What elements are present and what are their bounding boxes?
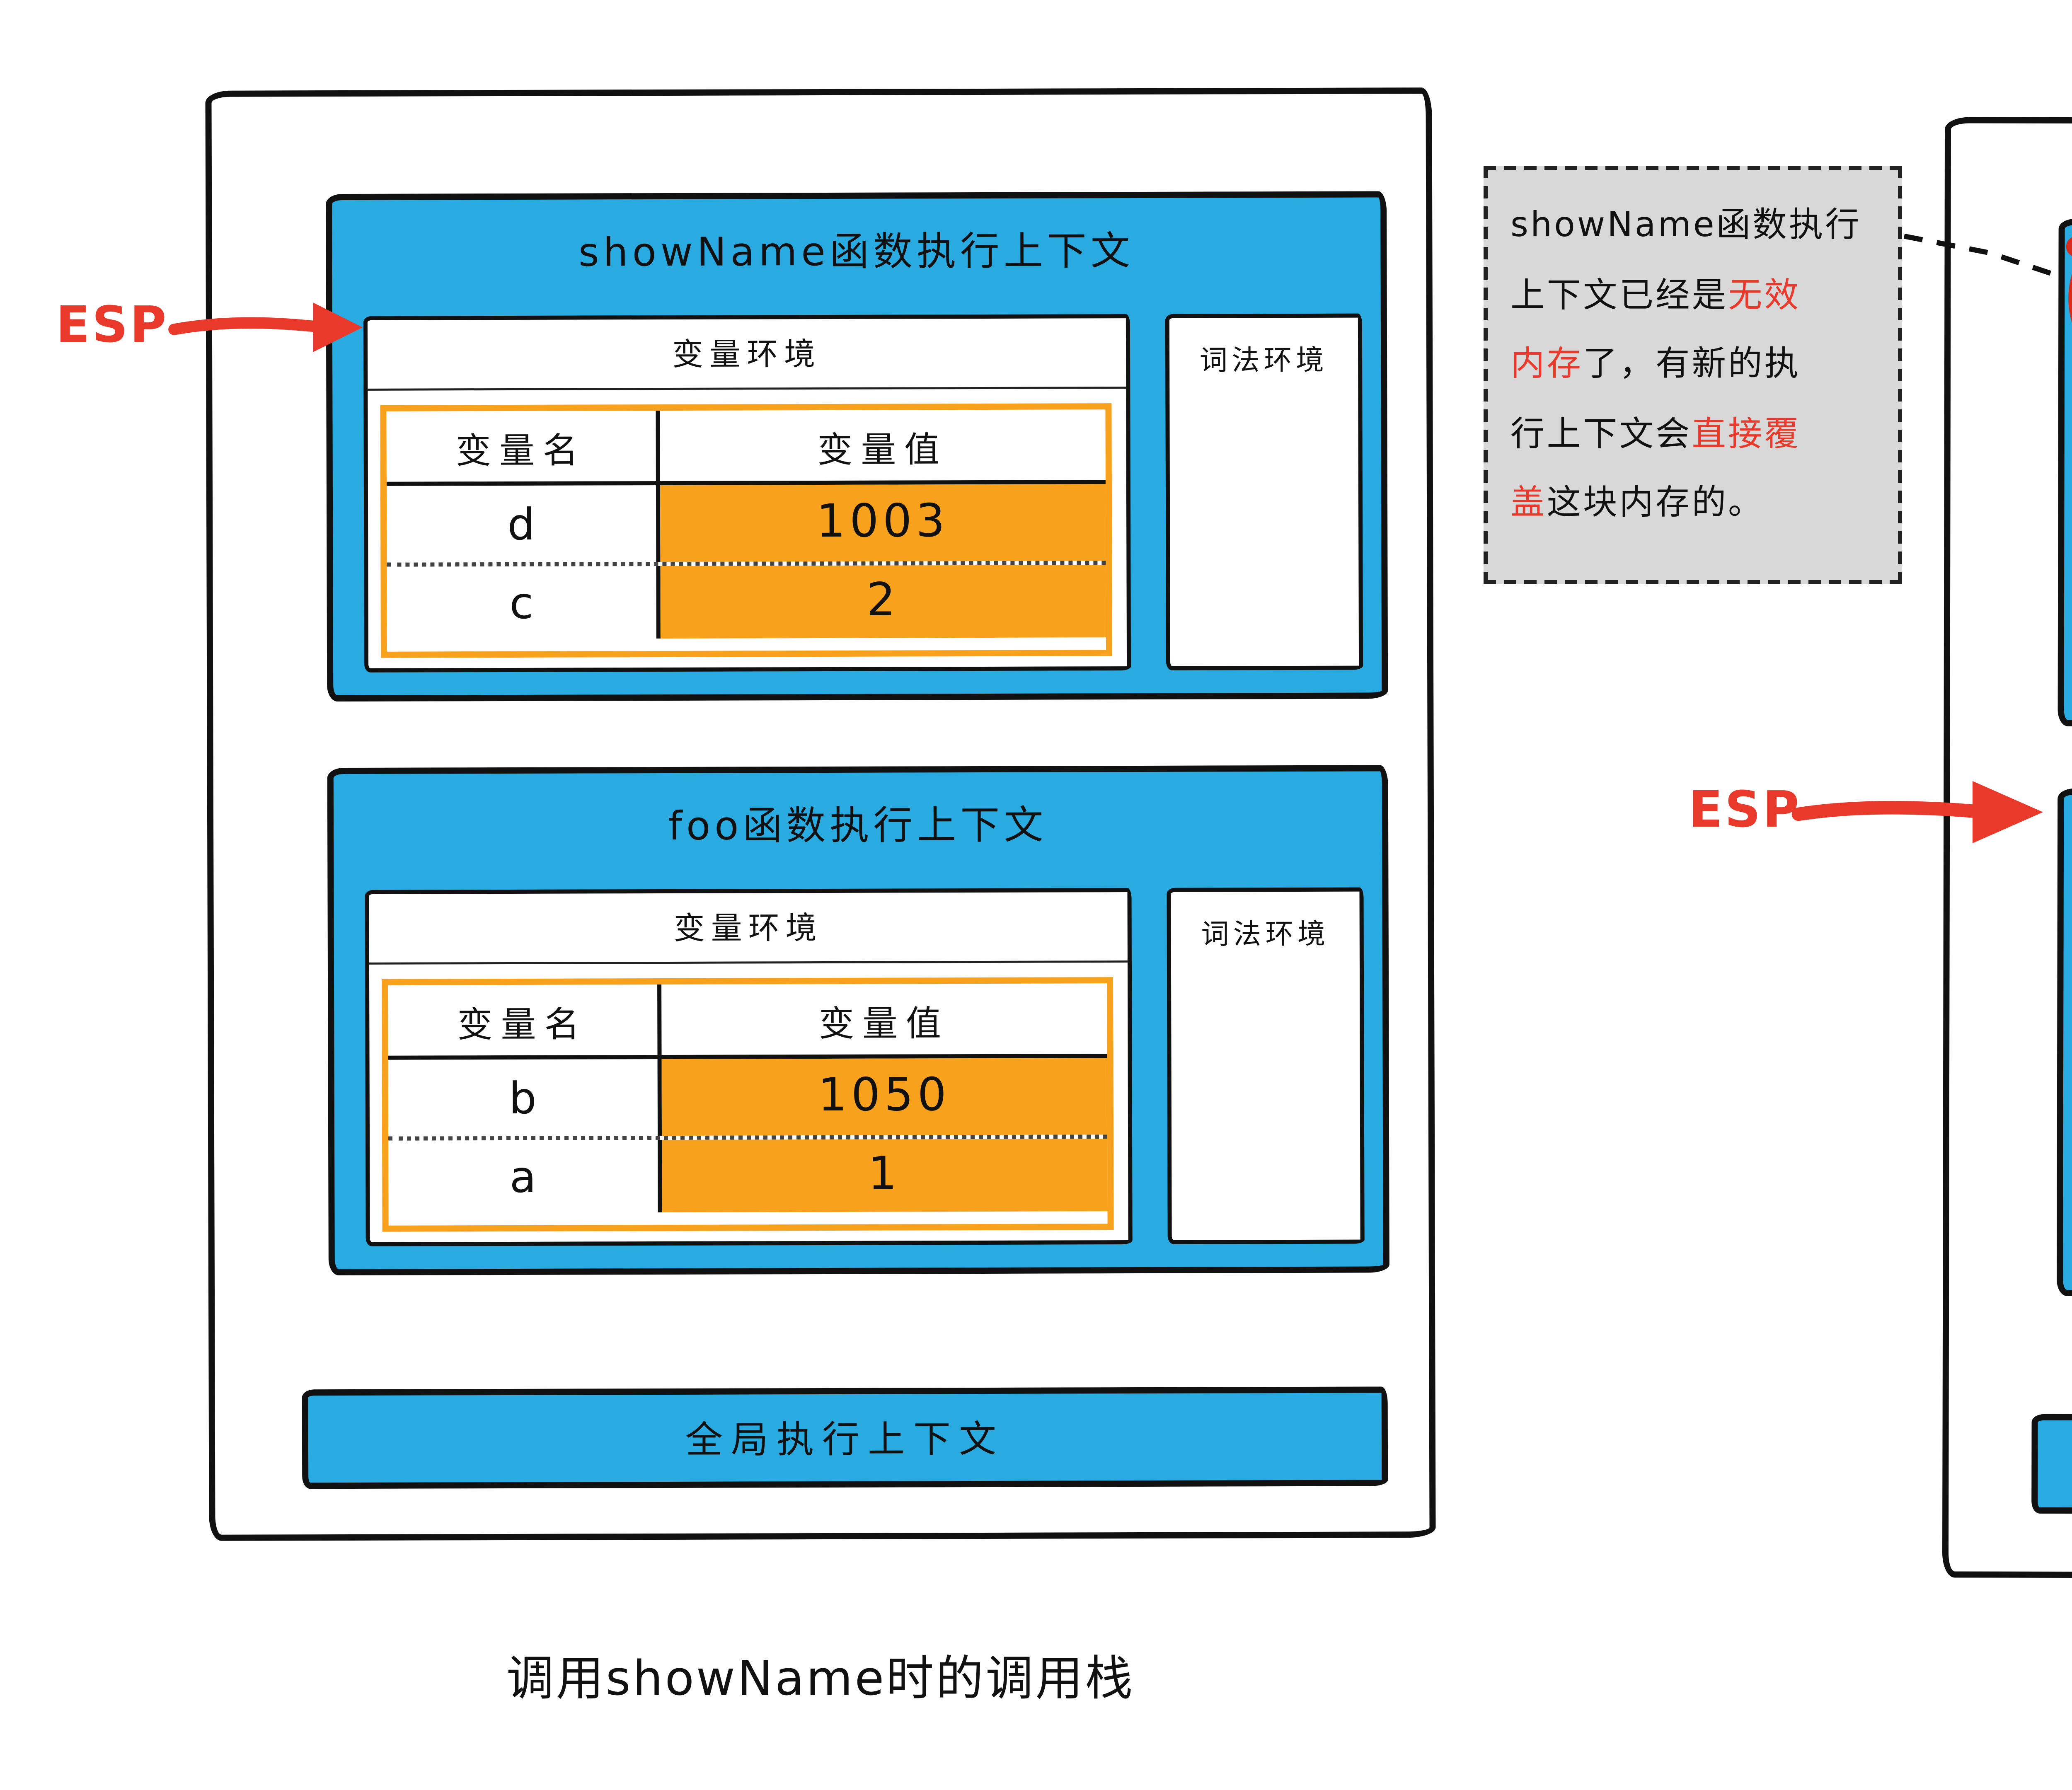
esp-pointer-label-left: ESP <box>56 296 169 354</box>
highlighted-text: 盖 <box>1510 483 1547 522</box>
call-stack-panel-right: showName函数执行上下文 变量环境 变量名 变量值 d 1003 c 2 <box>1942 117 2072 1580</box>
annotation-line: showName函数执行 <box>1510 205 1861 244</box>
variable-value: 2 <box>660 565 1106 639</box>
variable-value: 1 <box>661 1139 1108 1213</box>
variable-name: b <box>388 1059 662 1137</box>
table-row: b 1050 <box>388 1058 1108 1137</box>
variable-value: 1003 <box>660 484 1106 562</box>
table-row: c 2 <box>387 561 1106 639</box>
variable-name: a <box>388 1140 662 1213</box>
variable-table-header: 变量名 变量值 <box>386 409 1106 486</box>
global-execution-context-bar: 全局执行上下文 <box>2031 1414 2072 1516</box>
annotation-line: 上下文已经是无效 <box>1510 274 1801 314</box>
call-stack-panel-left: showName函数执行上下文 变量环境 变量名 变量值 d 1003 c 2 <box>205 87 1436 1541</box>
annotation-line: 盖这块内存的。 <box>1510 483 1765 522</box>
showname-context-frame: showName函数执行上下文 变量环境 变量名 变量值 d 1003 c 2 <box>326 191 1388 702</box>
annotation-note: showName函数执行 上下文已经是无效 内存了，有新的执 行上下文会直接覆 … <box>1484 166 1902 584</box>
table-row: a 1 <box>388 1134 1108 1213</box>
showname-context-frame-invalid: showName函数执行上下文 变量环境 变量名 变量值 d 1003 c 2 <box>2057 218 2072 728</box>
global-execution-context-bar: 全局执行上下文 <box>302 1386 1388 1489</box>
frame-title: foo函数执行上下文 <box>668 803 1048 850</box>
highlighted-text: 内存 <box>1510 344 1583 383</box>
frame-title: showName函数执行上下文 <box>578 229 1134 276</box>
foo-context-frame: foo函数执行上下文 变量环境 变量名 变量值 b 1050 a 1 <box>2057 788 2072 1298</box>
lexical-environment-box: 词法环境 <box>1165 313 1363 670</box>
variable-table: 变量名 变量值 d 1003 c 2 <box>380 403 1113 658</box>
variable-environment-box: 变量环境 变量名 变量值 b 1050 a 1 <box>365 888 1133 1246</box>
column-header-value: 变量值 <box>817 429 948 472</box>
highlighted-text: 直接覆 <box>1692 413 1801 453</box>
variable-name: d <box>386 485 660 563</box>
variable-environment-box: 变量环境 变量名 变量值 d 1003 c 2 <box>363 314 1131 672</box>
highlighted-text: 无效 <box>1728 274 1801 314</box>
annotation-line: 内存了，有新的执 <box>1510 344 1801 383</box>
column-header-value: 变量值 <box>818 1003 950 1045</box>
lexical-environment-label: 词法环境 <box>1199 344 1328 378</box>
variable-environment-label: 变量环境 <box>369 892 1128 965</box>
variable-table-header: 变量名 变量值 <box>388 983 1107 1060</box>
right-panel-caption: showName执行结束之后的调用栈 <box>1944 1639 2072 1709</box>
lexical-environment-box: 词法环境 <box>1167 887 1365 1244</box>
lexical-environment-label: 词法环境 <box>1201 918 1330 952</box>
foo-context-frame: foo函数执行上下文 变量环境 变量名 变量值 b 1050 a 1 <box>327 765 1389 1276</box>
column-header-name: 变量名 <box>388 984 661 1056</box>
esp-pointer-label-right: ESP <box>1689 781 1801 839</box>
frame-title: foo函数执行上下文 <box>2064 818 2072 875</box>
left-panel-caption: 调用showName时的调用栈 <box>506 1653 1135 1707</box>
frame-title: showName函数执行上下文 <box>2065 248 2072 305</box>
annotation-line: 行上下文会直接覆 <box>1510 413 1801 453</box>
variable-value: 1050 <box>661 1058 1108 1136</box>
table-row: d 1003 <box>386 484 1106 563</box>
variable-environment-label: 变量环境 <box>367 318 1126 391</box>
column-header-name: 变量名 <box>386 411 660 482</box>
variable-name: c <box>387 566 661 639</box>
variable-table: 变量名 变量值 b 1050 a 1 <box>382 977 1114 1232</box>
